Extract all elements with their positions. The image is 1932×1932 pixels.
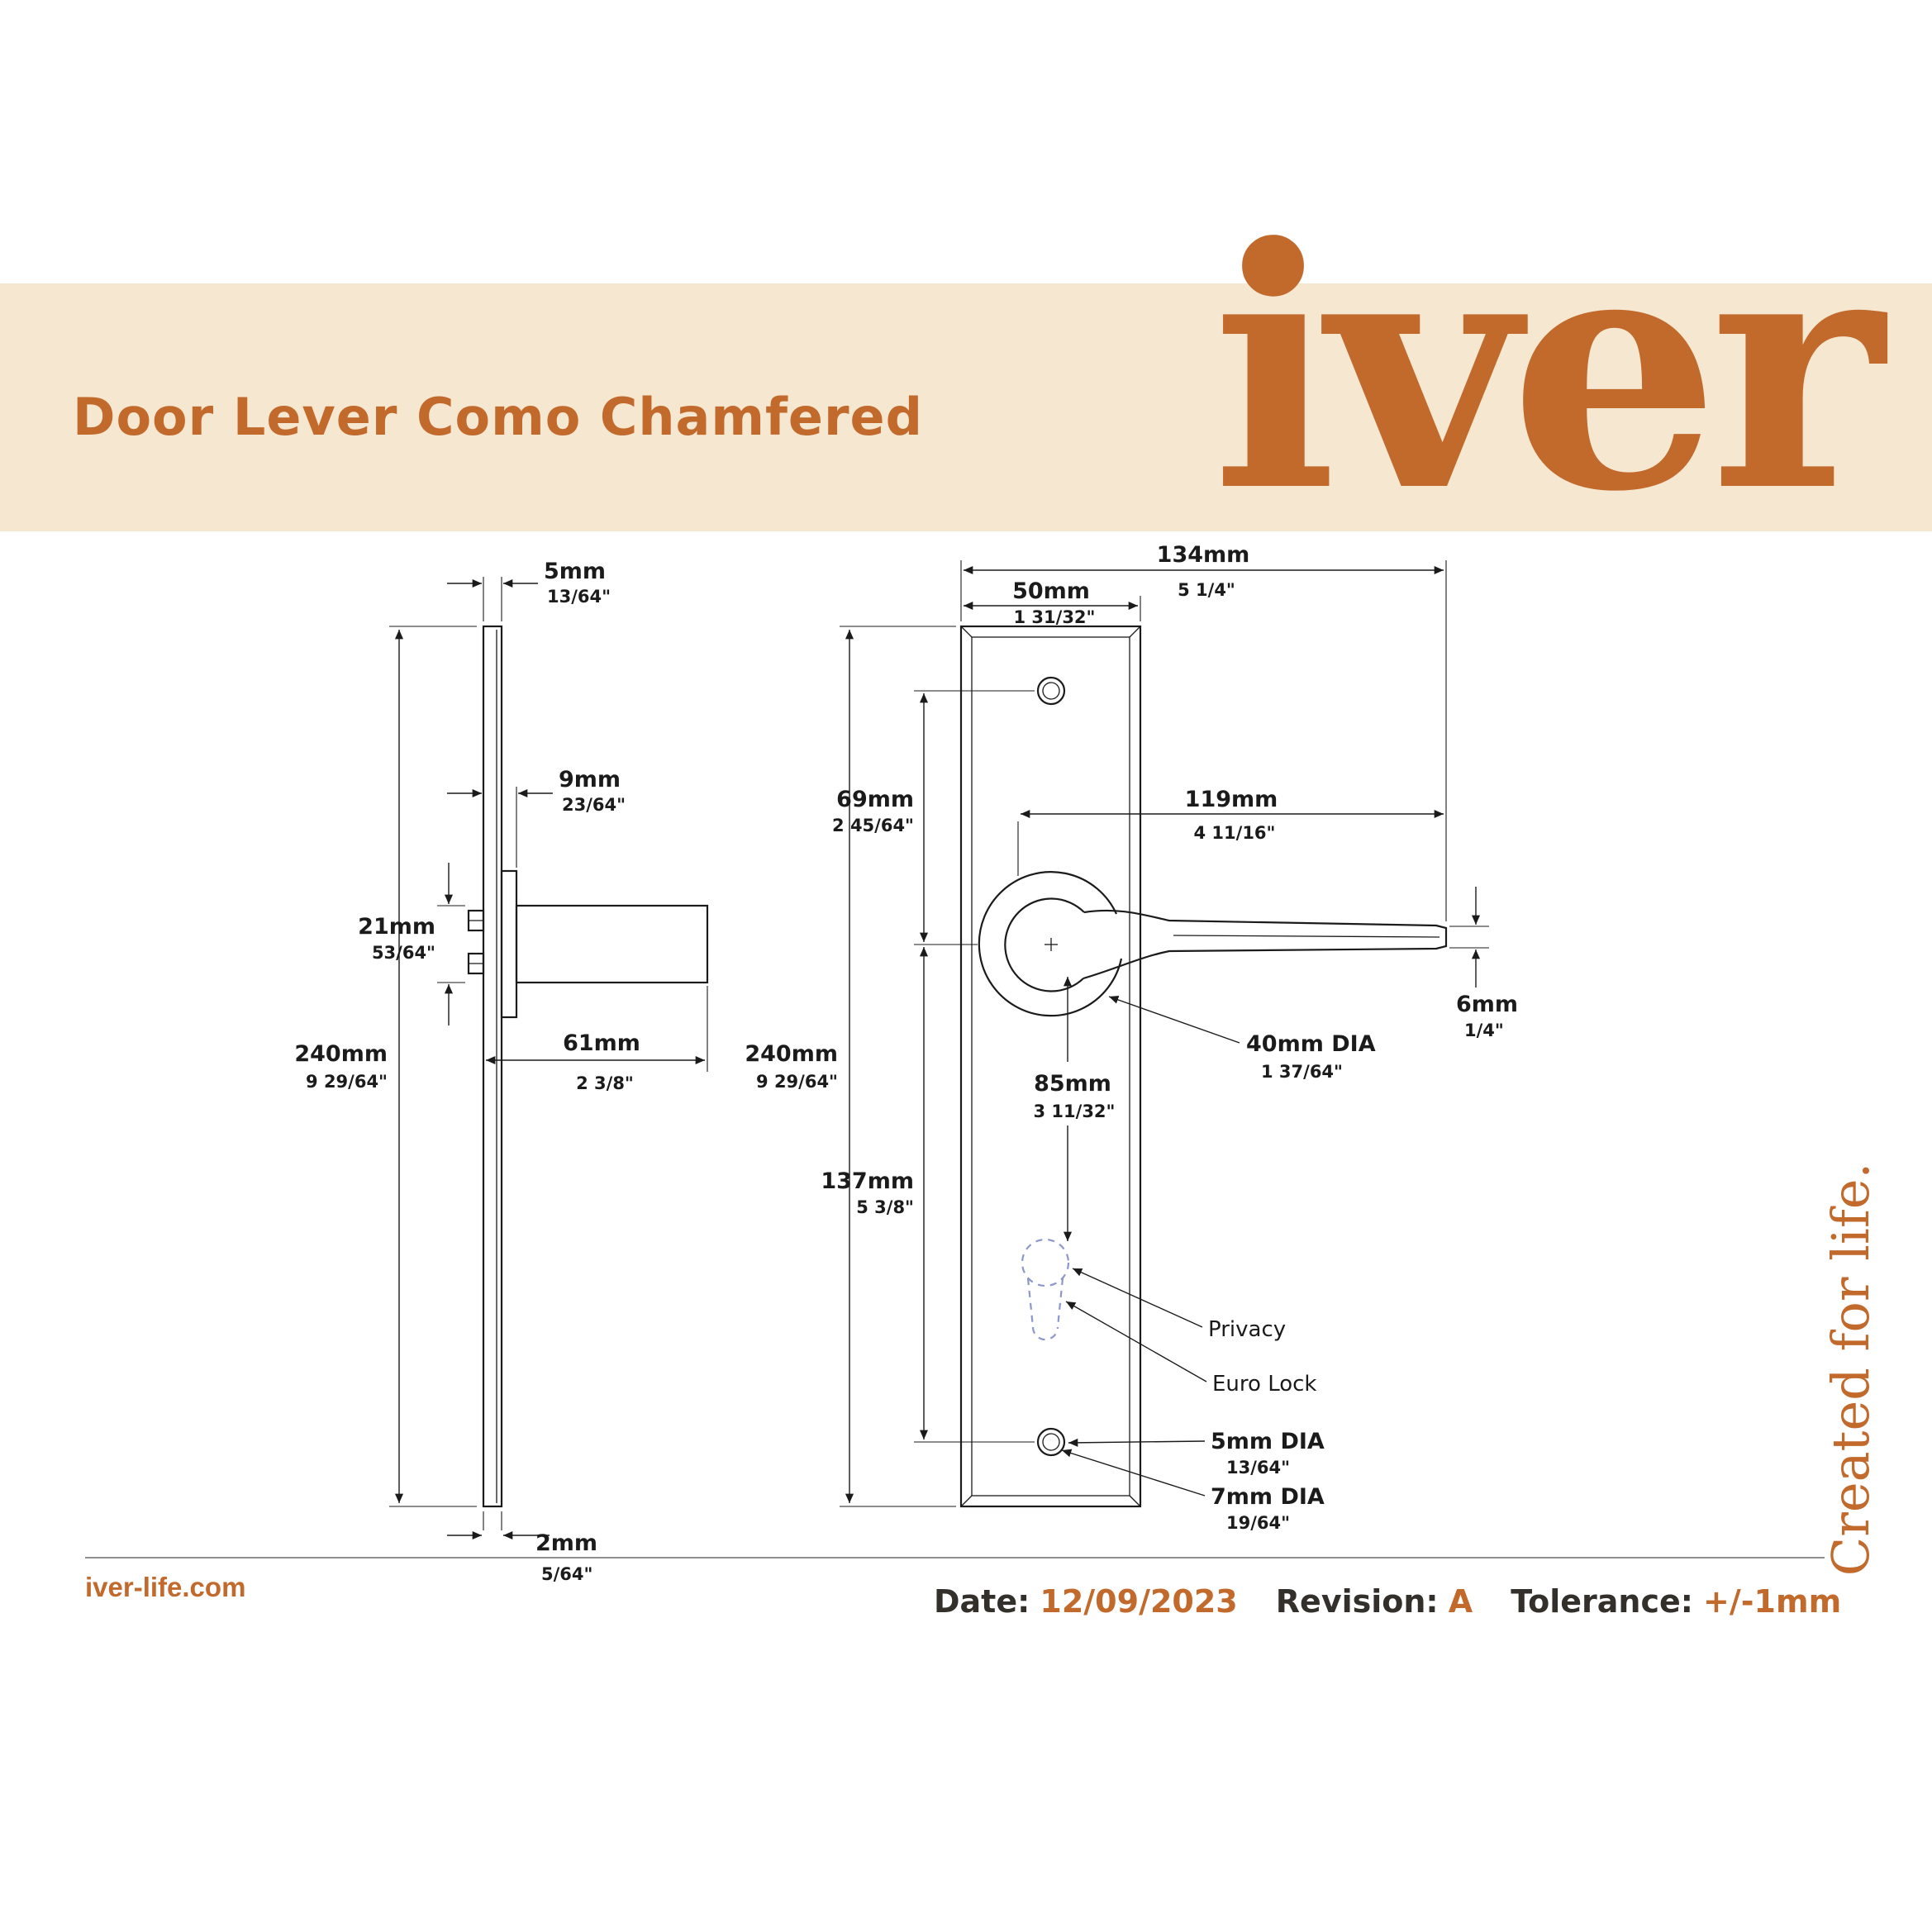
dim-label: 9 29/64" — [756, 1072, 838, 1092]
dim-front-lever-end: 6mm 1/4" — [1449, 887, 1518, 1040]
dim-label: 2mm — [535, 1530, 597, 1556]
dim-label: 21mm — [358, 914, 435, 940]
dim-label: 9mm — [559, 767, 621, 792]
dim-label: 5 3/8" — [856, 1197, 914, 1217]
date-value: 12/09/2023 — [1040, 1583, 1238, 1620]
dim-label: 69mm — [836, 787, 914, 812]
callout-euro-lock: Euro Lock — [1065, 1301, 1316, 1397]
dim-label: 240mm — [294, 1041, 388, 1067]
revision-value: A — [1448, 1583, 1473, 1620]
euro-lock-label: Euro Lock — [1212, 1372, 1316, 1397]
dim-front-plate-width: 50mm 1 31/32" — [964, 578, 1141, 627]
side-view-plate — [467, 625, 709, 1508]
dim-label: 3 11/32" — [1034, 1102, 1116, 1121]
date-label: Date: — [934, 1583, 1030, 1620]
tolerance-value: +/-1mm — [1703, 1583, 1842, 1620]
dim-label: 40mm DIA — [1246, 1031, 1376, 1057]
dim-label: 13/64" — [547, 587, 611, 607]
dim-label: 137mm — [821, 1168, 914, 1194]
dim-label: 1 31/32" — [1014, 607, 1096, 627]
header-banner — [0, 283, 1932, 531]
dim-label: 1/4" — [1464, 1021, 1504, 1040]
page-title: Door Lever Como Chamfered — [73, 387, 923, 447]
dim-side-plate-thickness: 5mm 13/64" — [447, 559, 611, 621]
dim-side-lever-thickness: 21mm 53/64" — [358, 863, 465, 1025]
dim-label: 6mm — [1456, 992, 1518, 1017]
dim-label: 13/64" — [1226, 1458, 1290, 1478]
dim-front-lever-length: 119mm 4 11/16" — [1017, 787, 1444, 876]
dim-front-hole-to-centre: 69mm 2 45/64" — [832, 690, 1035, 945]
dim-label: 240mm — [745, 1041, 838, 1067]
revision-label: Revision: — [1275, 1583, 1439, 1620]
footer-divider — [85, 1557, 1825, 1558]
front-view-plate — [959, 625, 1142, 1508]
dim-label: 61mm — [563, 1030, 640, 1056]
website-link: iver-life.com — [85, 1572, 246, 1602]
dim-label: 5mm — [544, 559, 606, 584]
dim-label: 19/64" — [1226, 1513, 1290, 1533]
callout-hole-dia: 5mm DIA 13/64" — [1068, 1429, 1325, 1478]
privacy-label: Privacy — [1208, 1317, 1286, 1342]
dim-label: 2 3/8" — [576, 1073, 634, 1093]
callout-privacy: Privacy — [1072, 1268, 1286, 1342]
dim-label: 2 45/64" — [832, 816, 914, 835]
tolerance-label: Tolerance: — [1511, 1583, 1693, 1620]
dim-label: 5/64" — [541, 1564, 592, 1584]
document-meta: Date: 12/09/2023 Revision: A Tolerance: … — [934, 1583, 1869, 1620]
dim-label: 53/64" — [372, 943, 435, 963]
dim-label: 7mm DIA — [1211, 1484, 1325, 1510]
dim-label: 5 1/4" — [1178, 580, 1235, 600]
callout-screw-dia: 7mm DIA 19/64" — [1061, 1449, 1325, 1533]
dim-label: 9 29/64" — [306, 1072, 388, 1092]
dim-side-lever-projection: 61mm 2 3/8" — [486, 986, 708, 1093]
dim-side-edge: 2mm 5/64" — [447, 1511, 597, 1584]
dim-side-plate-height: 240mm 9 29/64" — [294, 626, 477, 1507]
brand-logo: iver — [1211, 176, 1884, 564]
dim-front-rose-dia: 40mm DIA 1 37/64" — [1108, 996, 1376, 1082]
dim-label: 85mm — [1034, 1071, 1111, 1097]
dim-label: 50mm — [1012, 578, 1090, 604]
dim-front-overall-width: 134mm 5 1/4" — [960, 542, 1447, 921]
dim-label: 4 11/16" — [1194, 823, 1276, 843]
dim-label: 119mm — [1185, 787, 1278, 812]
euro-lock-cutout — [1021, 1238, 1070, 1341]
dim-front-centre-to-hole: 137mm 5 3/8" — [821, 947, 1035, 1443]
dim-label: 5mm DIA — [1211, 1429, 1325, 1454]
dim-label: 1 37/64" — [1261, 1062, 1343, 1082]
dim-front-centre-to-lock: 85mm 3 11/32" — [1034, 977, 1116, 1241]
front-view-lever — [978, 871, 1448, 1017]
dim-front-plate-height: 240mm 9 29/64" — [745, 626, 956, 1507]
dim-side-boss-depth: 9mm 23/64" — [447, 767, 626, 868]
dim-label: 23/64" — [562, 795, 626, 815]
dim-label: 134mm — [1157, 542, 1250, 568]
